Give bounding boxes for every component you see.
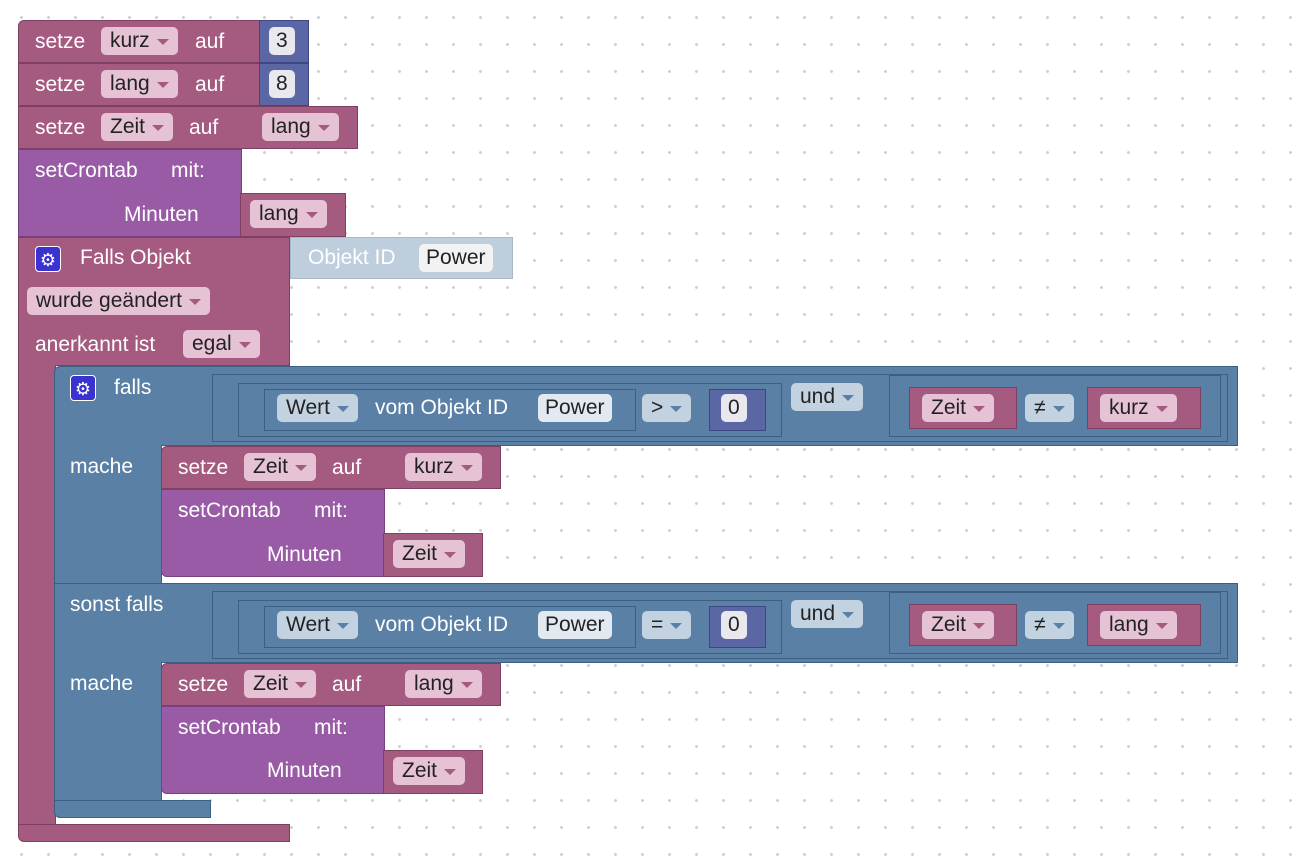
chevron-down-icon: [973, 623, 986, 629]
if-body-left: [54, 445, 162, 585]
chevron-down-icon: [1155, 623, 1168, 629]
chevron-down-icon: [670, 406, 683, 412]
set-label: setze: [178, 456, 229, 479]
chevron-down-icon: [336, 623, 349, 629]
crontab-label: setCrontab: [178, 499, 281, 522]
if-bottom: [54, 800, 211, 818]
ack-dropdown[interactable]: egal: [183, 330, 260, 358]
do-label: mache: [70, 455, 134, 478]
chevron-down-icon: [156, 39, 169, 45]
lhs-dropdown-zeit[interactable]: Zeit: [922, 394, 995, 422]
set-crontab-block-1[interactable]: [161, 489, 385, 577]
object-id-field-power[interactable]: Power: [538, 394, 612, 422]
set-label: setze: [35, 73, 86, 96]
minutes-dropdown-lang[interactable]: lang: [250, 200, 327, 228]
chevron-down-icon: [1155, 406, 1168, 412]
set-label: setze: [178, 673, 229, 696]
chevron-down-icon: [973, 406, 986, 412]
var-dropdown-zeit[interactable]: Zeit: [244, 670, 317, 698]
if-settings-gear-icon[interactable]: ⚙: [70, 375, 96, 401]
var-dropdown-zeit[interactable]: Zeit: [101, 113, 174, 141]
and-dropdown[interactable]: und: [791, 600, 864, 628]
set-label: setze: [35, 30, 86, 53]
chevron-down-icon: [188, 299, 201, 305]
ack-label: anerkannt ist: [35, 333, 156, 356]
trigger-label: Falls Objekt: [80, 246, 191, 269]
var-dropdown-lang[interactable]: lang: [101, 70, 178, 98]
neq-dropdown[interactable]: ≠: [1025, 611, 1074, 639]
object-id-label: Objekt ID: [308, 246, 396, 269]
number-field-3[interactable]: 3: [269, 27, 295, 55]
chevron-down-icon: [295, 465, 308, 471]
rhs-dropdown-lang[interactable]: lang: [1100, 611, 1177, 639]
chevron-down-icon: [444, 552, 457, 558]
minutes-label: Minuten: [124, 203, 199, 226]
else-if-label: sonst falls: [70, 593, 164, 616]
from-object-label: vom Objekt ID: [375, 613, 509, 636]
neq-dropdown[interactable]: ≠: [1025, 394, 1074, 422]
to-label: auf: [195, 73, 225, 96]
with-label: mit:: [314, 716, 348, 739]
set-crontab-block-2[interactable]: [161, 706, 385, 794]
settings-gear-icon[interactable]: ⚙: [35, 246, 61, 272]
operator-dropdown[interactable]: =: [642, 611, 692, 639]
object-id-field-power[interactable]: Power: [538, 611, 612, 639]
var-dropdown-kurz[interactable]: kurz: [101, 27, 178, 55]
minutes-dropdown-zeit[interactable]: Zeit: [393, 757, 466, 785]
value-type-dropdown[interactable]: Wert: [277, 394, 358, 422]
chevron-down-icon: [336, 406, 349, 412]
chevron-down-icon: [1052, 406, 1065, 412]
number-field-0[interactable]: 0: [721, 611, 747, 639]
condition-dropdown[interactable]: wurde geändert: [27, 287, 210, 315]
chevron-down-icon: [238, 342, 251, 348]
minutes-label: Minuten: [267, 759, 342, 782]
and-dropdown[interactable]: und: [791, 383, 864, 411]
chevron-down-icon: [295, 682, 308, 688]
to-label: auf: [195, 30, 225, 53]
lhs-dropdown-zeit[interactable]: Zeit: [922, 611, 995, 639]
number-field-0[interactable]: 0: [721, 394, 747, 422]
chevron-down-icon: [152, 125, 165, 131]
chevron-down-icon: [1052, 623, 1065, 629]
chevron-down-icon: [317, 125, 330, 131]
from-object-label: vom Objekt ID: [375, 396, 509, 419]
chevron-down-icon: [156, 82, 169, 88]
trigger-body-left: [18, 365, 56, 825]
minutes-dropdown-zeit[interactable]: Zeit: [393, 540, 466, 568]
crontab-label: setCrontab: [178, 716, 281, 739]
chevron-down-icon: [670, 623, 683, 629]
chevron-down-icon: [842, 395, 855, 401]
trigger-bottom: [18, 824, 290, 842]
chevron-down-icon: [460, 682, 473, 688]
with-label: mit:: [314, 499, 348, 522]
value-type-dropdown[interactable]: Wert: [277, 611, 358, 639]
if-label: falls: [114, 376, 152, 399]
chevron-down-icon: [460, 465, 473, 471]
to-label: auf: [332, 456, 362, 479]
chevron-down-icon: [444, 769, 457, 775]
value-dropdown-kurz[interactable]: kurz: [405, 453, 482, 481]
value-dropdown-lang[interactable]: lang: [405, 670, 482, 698]
operator-dropdown[interactable]: >: [642, 394, 692, 422]
set-label: setze: [35, 116, 86, 139]
do-label: mache: [70, 672, 134, 695]
set-crontab-block[interactable]: [18, 149, 242, 237]
value-dropdown-lang[interactable]: lang: [262, 113, 339, 141]
with-label: mit:: [171, 159, 205, 182]
else-if-body-left: [54, 662, 162, 802]
to-label: auf: [189, 116, 219, 139]
object-id-field-power[interactable]: Power: [419, 244, 493, 272]
number-field-8[interactable]: 8: [269, 70, 295, 98]
minutes-label: Minuten: [267, 543, 342, 566]
to-label: auf: [332, 673, 362, 696]
crontab-label: setCrontab: [35, 159, 138, 182]
rhs-dropdown-kurz[interactable]: kurz: [1100, 394, 1177, 422]
chevron-down-icon: [842, 612, 855, 618]
chevron-down-icon: [305, 212, 318, 218]
var-dropdown-zeit[interactable]: Zeit: [244, 453, 317, 481]
